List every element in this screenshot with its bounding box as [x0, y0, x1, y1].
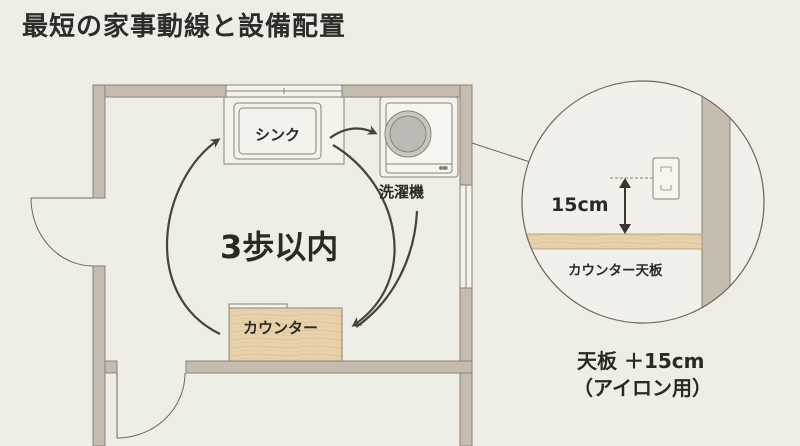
sink-label: シンク	[255, 126, 301, 144]
arrow-sink-to-washer	[329, 125, 378, 139]
left-wall-upper	[92, 84, 106, 199]
arrow-washer-to-counter	[355, 210, 419, 328]
top-wall-right	[341, 84, 473, 98]
washer-label: 洗濯機	[379, 183, 425, 201]
interior-wall	[185, 360, 473, 374]
counter-label: カウンター	[243, 319, 319, 337]
arrow-sink-to-counter	[332, 144, 396, 327]
callout-line	[471, 142, 531, 163]
detail-circle	[521, 80, 765, 324]
entry-door	[30, 197, 94, 267]
height-label: 15cm	[551, 194, 609, 216]
right-wall-upper	[459, 84, 473, 186]
top-wall-left	[92, 84, 227, 98]
washing-machine	[379, 96, 459, 178]
note-line-1: 天板 ＋15cm	[577, 349, 705, 373]
top-window	[225, 84, 343, 98]
counter-top-label: カウンター天板	[568, 263, 663, 279]
walls	[92, 84, 473, 446]
arrow-counter-to-sink	[165, 138, 221, 335]
flow-arrows	[165, 125, 419, 335]
steps-label: 3歩以内	[220, 228, 339, 266]
right-window	[459, 184, 473, 289]
bottom-door	[116, 372, 186, 439]
page-title: 最短の家事動線と設備配置	[22, 12, 347, 42]
note-line-2: （アイロン用）	[573, 376, 712, 400]
left-wall-lower	[92, 265, 106, 446]
sink	[223, 96, 345, 165]
counter	[228, 303, 343, 362]
